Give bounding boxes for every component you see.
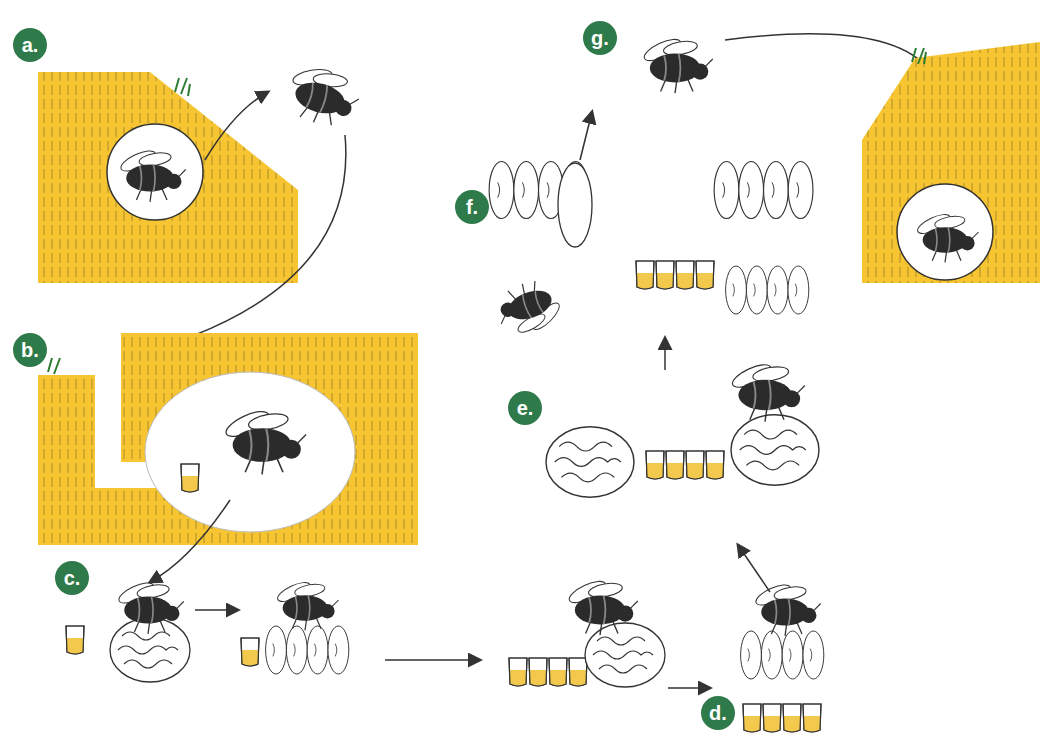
step-label: e. bbox=[508, 391, 542, 425]
step-label: c. bbox=[55, 561, 89, 595]
step-label: d. bbox=[701, 696, 735, 730]
step-label: a. bbox=[13, 28, 47, 62]
step-label: b. bbox=[13, 333, 47, 367]
step-label: f. bbox=[455, 190, 489, 224]
step-label: g. bbox=[583, 21, 617, 55]
